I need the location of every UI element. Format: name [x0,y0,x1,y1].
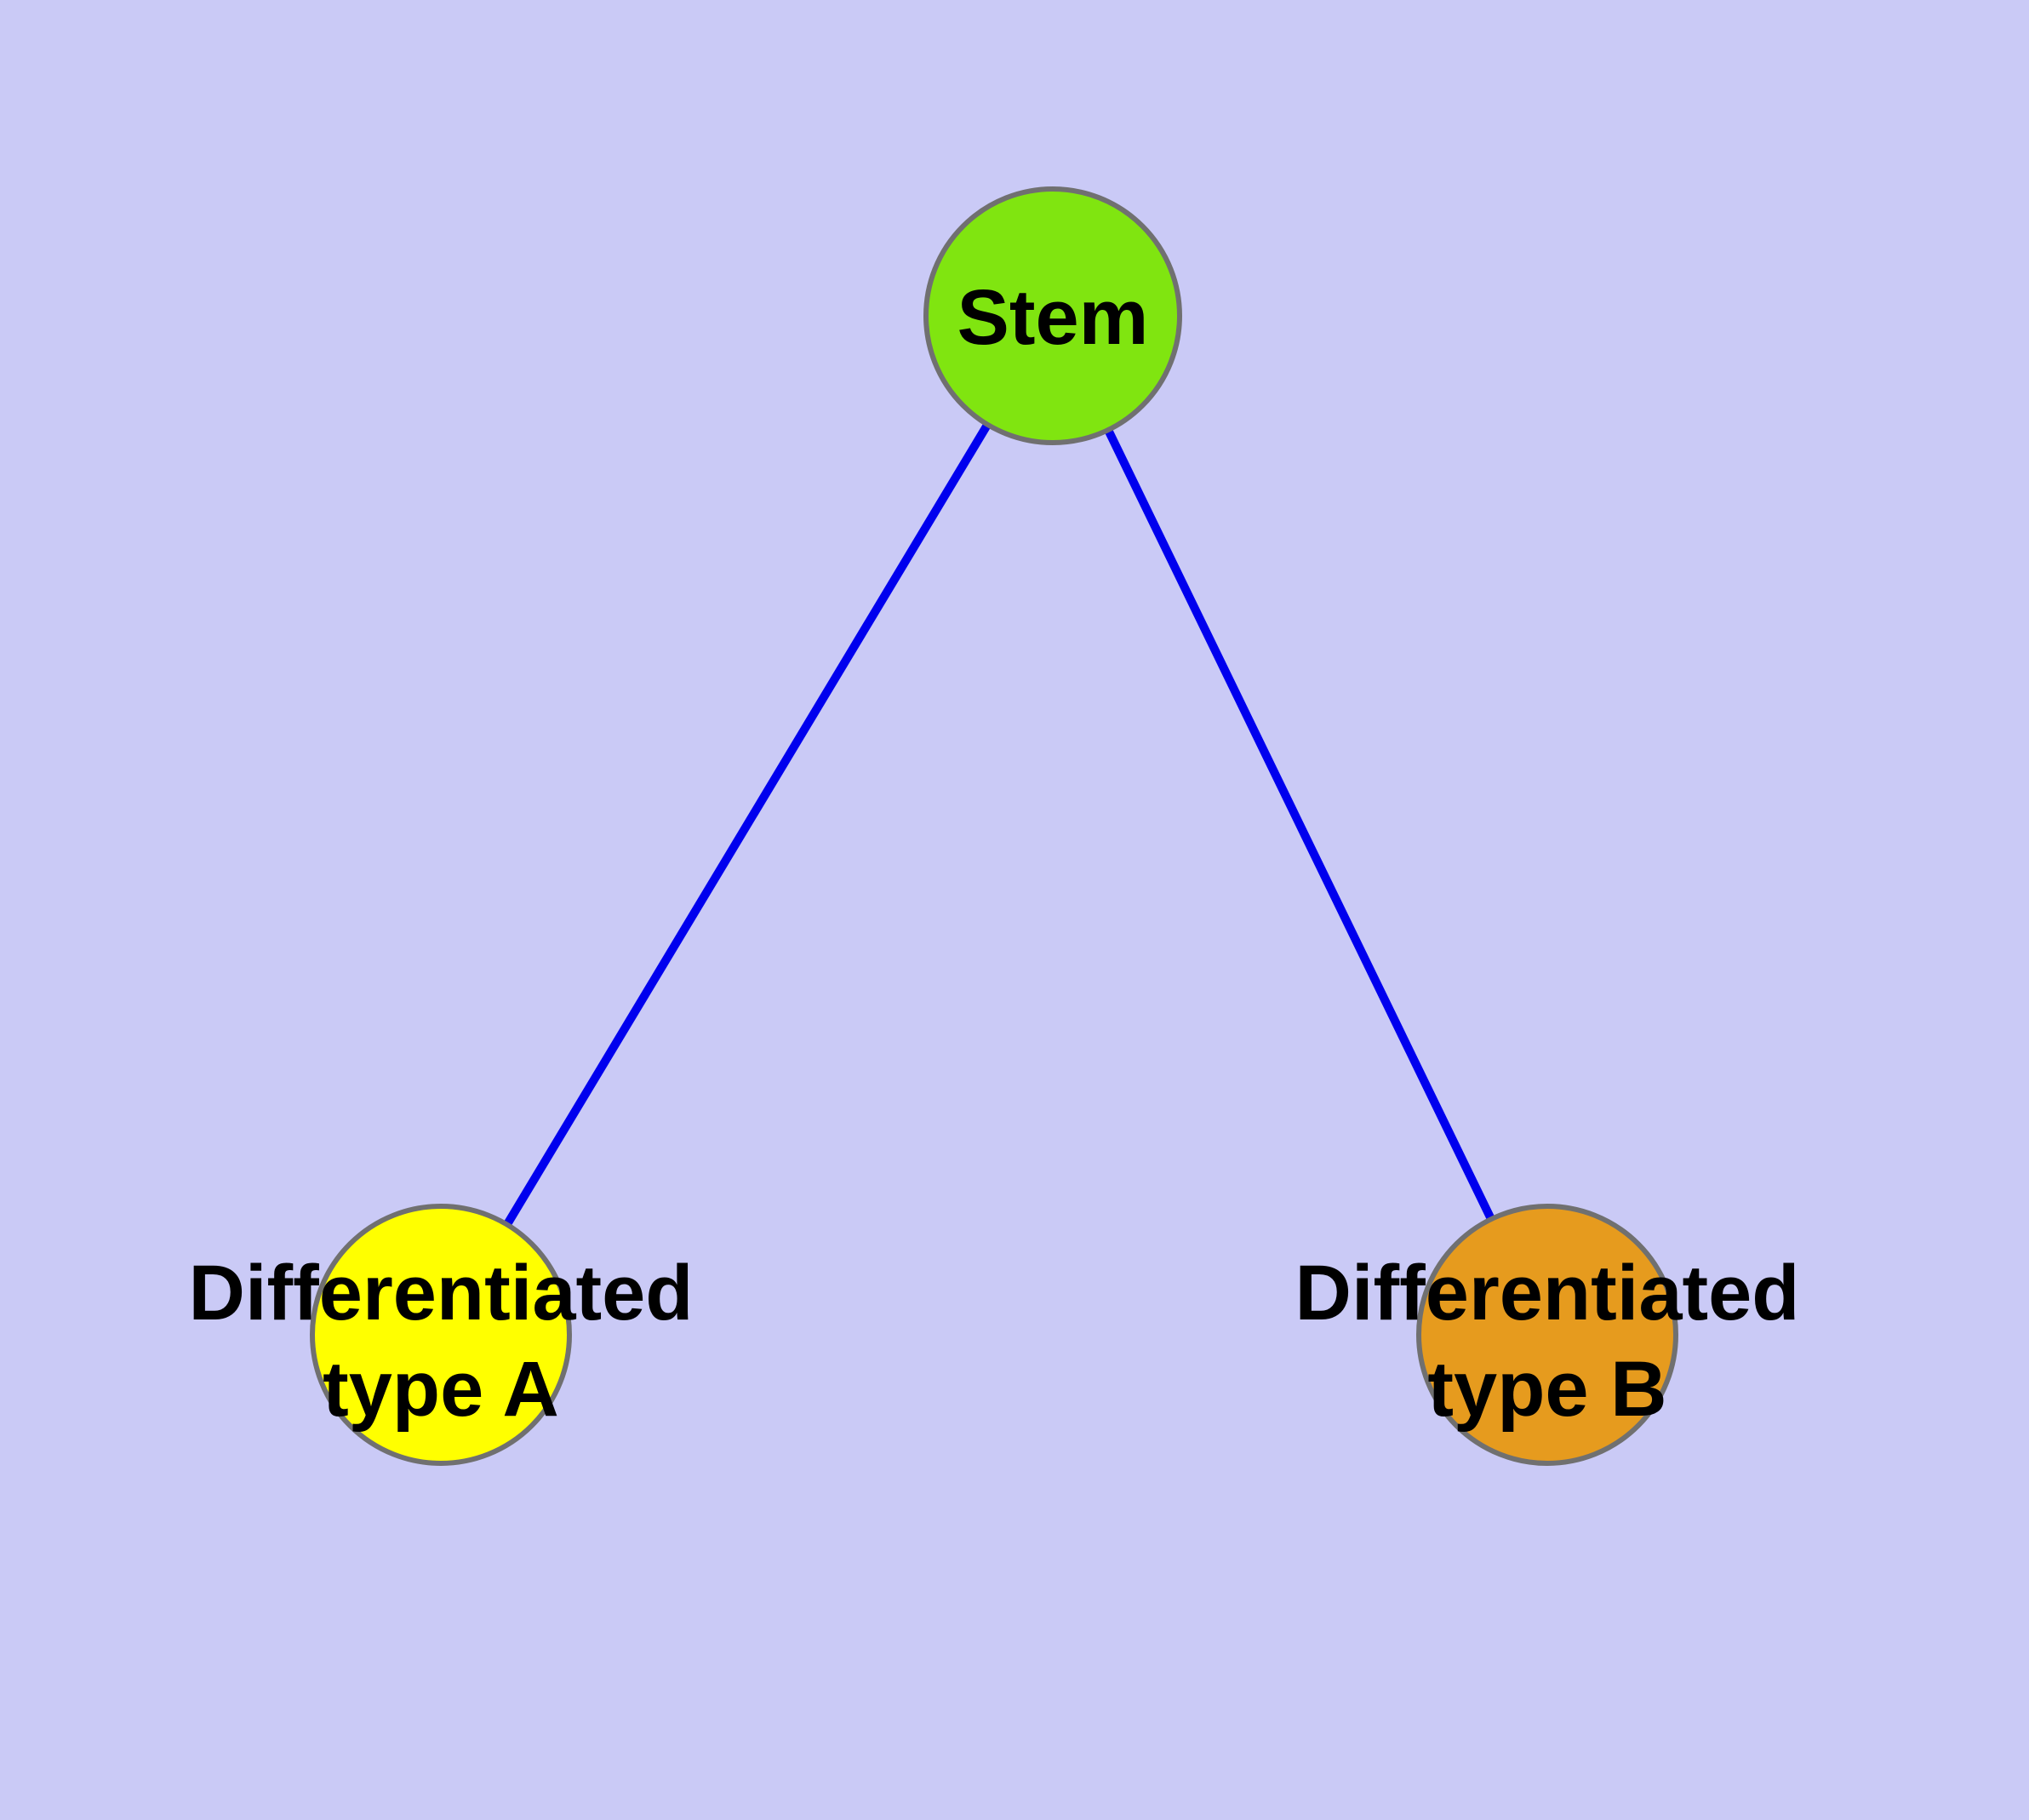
edge-stem-to-type-a [437,313,1057,1337]
type-a-node-label-line1: Differentiated [189,1250,694,1336]
type-b-node-label-line1: Differentiated [1295,1250,1800,1336]
stem-node [923,186,1182,445]
type-b-node [1416,1204,1678,1466]
type-a-node [310,1204,572,1466]
stem-node-label: Stem [957,274,1149,361]
type-b-node-label-line2: type B [1427,1346,1666,1433]
type-a-node-label-line2: type A [323,1346,559,1433]
edge-stem-to-type-b [1049,313,1552,1337]
